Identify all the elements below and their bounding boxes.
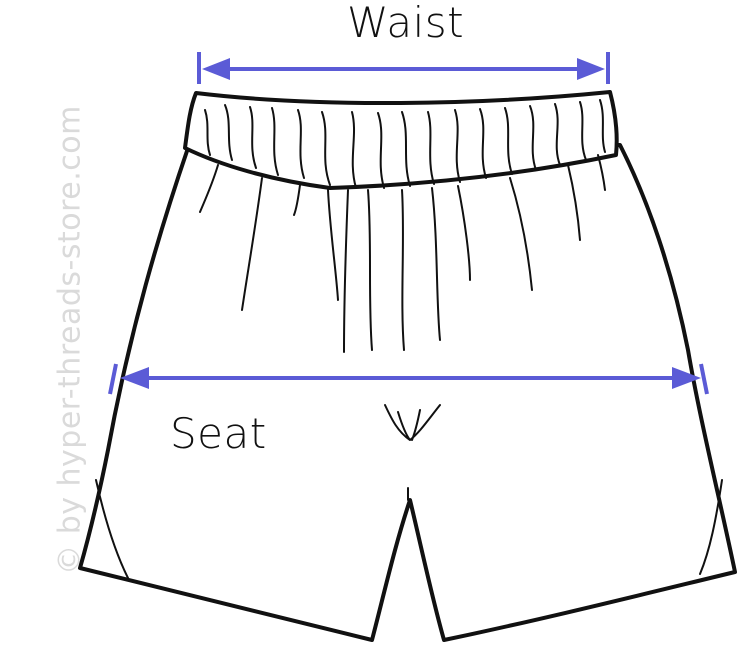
- seat-arrowhead-left: [120, 367, 149, 389]
- seat-measurement: [108, 363, 709, 395]
- shorts-body: [78, 143, 737, 642]
- seat-tick-right: [699, 363, 709, 395]
- copyright-watermark: © by hyper-threads-store.com: [52, 105, 88, 575]
- waist-measurement: [197, 52, 610, 84]
- body-folds: [95, 154, 723, 579]
- seat-arrowhead-right: [672, 367, 701, 389]
- waist-arrowhead-right: [577, 58, 605, 80]
- waist-arrowhead-left: [202, 58, 230, 80]
- seat-tick-left: [108, 363, 118, 395]
- waist-label: Waist: [347, 0, 465, 47]
- waistband-gathers: [204, 99, 606, 189]
- seat-label: Seat: [170, 409, 267, 458]
